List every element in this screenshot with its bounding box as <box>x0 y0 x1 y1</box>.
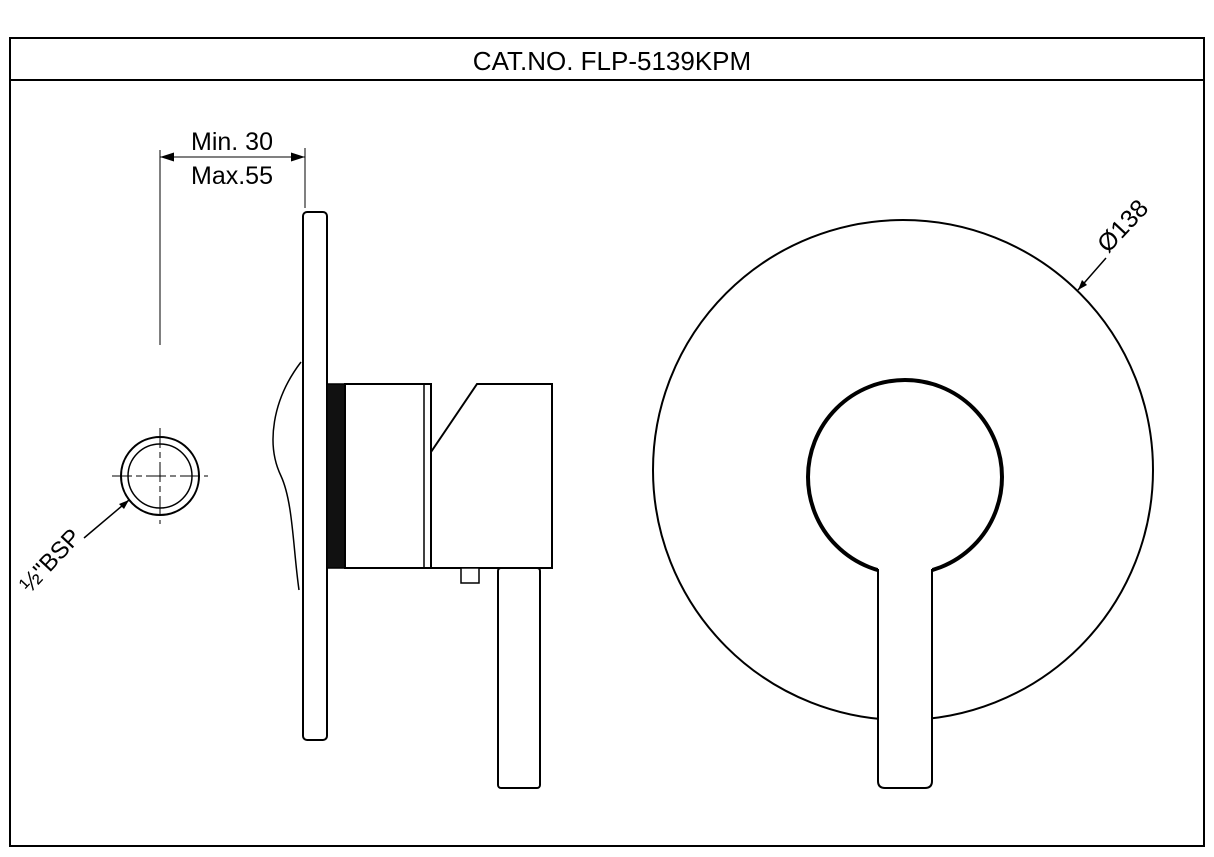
wall-break-line <box>272 361 302 591</box>
bsp-connection-circle-outer <box>120 436 200 516</box>
handle-front-mask <box>878 548 932 788</box>
handle-side <box>497 567 541 789</box>
gasket-strip <box>326 383 346 569</box>
set-screw-boss <box>460 567 480 584</box>
diameter-label: Ø138 <box>1092 194 1154 258</box>
dimension-arrow-left <box>160 152 174 162</box>
bsp-label: ½"BSP <box>15 524 87 598</box>
handle-base-circle <box>806 378 1004 576</box>
title-bar: CAT.NO. FLP-5139KPM <box>473 46 751 76</box>
handle-front <box>877 569 933 789</box>
side-view: Min. 30 Max.55 ½"BSP <box>15 128 553 789</box>
bsp-connection-circle-inner <box>127 443 193 509</box>
drawing-border <box>9 37 1205 847</box>
dimension-min-label: Min. 30 <box>191 128 273 156</box>
diameter-arrowhead <box>1078 280 1087 290</box>
dimension-arrow-right <box>291 152 305 162</box>
bsp-connection <box>112 428 208 524</box>
bsp-arrowhead <box>119 500 129 509</box>
dimension-max-label: Max.55 <box>191 162 273 190</box>
depth-dimension <box>159 148 306 345</box>
valve-body-side <box>344 383 432 569</box>
page-title: CAT.NO. FLP-5139KPM <box>473 46 751 76</box>
wall-plate-side <box>302 211 328 741</box>
front-view: Ø138 <box>652 194 1154 789</box>
border-rect <box>9 37 1205 847</box>
handle-base-side <box>430 383 553 569</box>
